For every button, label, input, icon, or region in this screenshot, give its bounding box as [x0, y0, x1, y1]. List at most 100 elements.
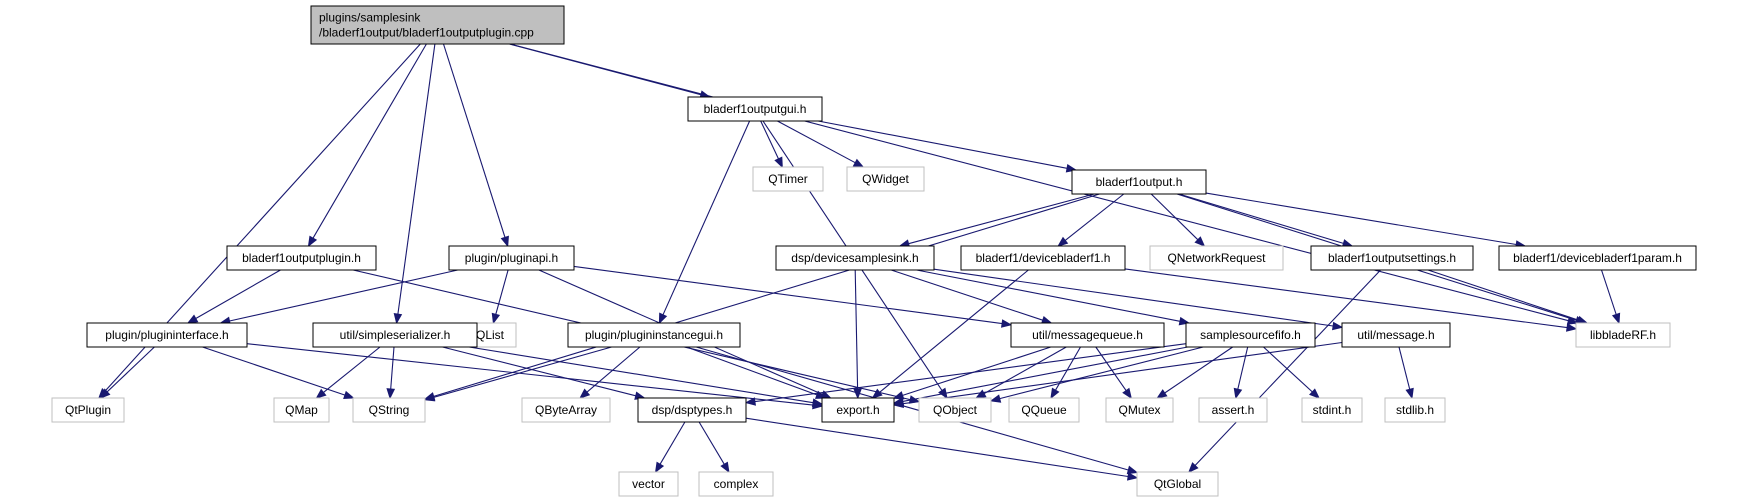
edge-line [902, 346, 1051, 396]
node-devbladerf1[interactable]: bladerf1/devicebladerf1.h [960, 245, 1126, 271]
edge-arrowhead [1156, 389, 1168, 399]
node-outputplugin[interactable]: bladerf1outputplugin.h [226, 245, 377, 271]
node-box [1105, 397, 1174, 423]
edge-root-to-libbladerf [510, 43, 1579, 325]
node-label: util/message.h [1357, 328, 1434, 342]
node-box [1185, 322, 1316, 348]
node-label: /bladerf1output/bladerf1outputplugin.cpp [319, 26, 534, 40]
node-box [918, 397, 992, 423]
node-devsamplesink[interactable]: dsp/devicesamplesink.h [775, 245, 935, 271]
node-export[interactable]: export.h [821, 397, 895, 423]
node-outsettings[interactable]: bladerf1outputsettings.h [1310, 245, 1474, 271]
edge-devsamplesink-to-export [853, 269, 862, 400]
node-box [1341, 322, 1451, 348]
edge-ssfifo-to-asserth [1233, 346, 1249, 400]
node-stdlibh: stdlib.h [1384, 397, 1446, 423]
edge-arrowhead [1127, 472, 1139, 481]
node-box [1008, 397, 1080, 423]
node-label: vector [632, 477, 665, 491]
edge-outsettings-to-libbladerf [1427, 269, 1589, 325]
edge-outsettings-to-qtglobal [1187, 269, 1381, 473]
edge-devsamplesink-to-msgqueue [891, 269, 1053, 325]
node-label: bladerf1output.h [1096, 175, 1183, 189]
edge-outputgui-to-qtimer [760, 120, 783, 169]
edge-arrowhead [852, 158, 865, 168]
node-box [618, 471, 679, 497]
node-complex: complex [698, 471, 774, 497]
node-plugininterface[interactable]: plugin/plugininterface.h [86, 322, 248, 348]
edge-arrowhead [1126, 465, 1139, 475]
edge-arrowhead [343, 390, 355, 400]
edge-line [999, 346, 1204, 400]
edge-devsamplesink-to-ssfifo [916, 269, 1191, 326]
edge-arrowhead [1050, 387, 1060, 400]
node-pluginapi[interactable]: plugin/pluginapi.h [448, 245, 575, 271]
edge-line [573, 265, 1003, 325]
node-label: QString [369, 403, 410, 417]
node-box [312, 322, 478, 348]
node-msgqueue[interactable]: util/messagequeue.h [1010, 322, 1165, 348]
node-qqueue: QQueue [1008, 397, 1080, 423]
edge-line [879, 269, 1029, 393]
node-output[interactable]: bladerf1output.h [1071, 169, 1207, 195]
edge-line [933, 268, 1334, 327]
node-box [273, 397, 330, 423]
node-dsptypes[interactable]: dsp/dsptypes.h [637, 397, 747, 423]
edge-output-to-devsamplesink [898, 193, 1095, 248]
edge-pluginstancegui-to-export [686, 346, 827, 399]
node-qtplugin: QtPlugin [51, 397, 125, 423]
edge-devsamplesink-to-message [933, 268, 1344, 331]
node-label: stdint.h [1313, 403, 1352, 417]
edge-arrowhead [393, 313, 403, 325]
edge-line [1150, 193, 1199, 241]
edge-line [510, 43, 1569, 322]
edge-devbladerf1-to-export [871, 269, 1029, 399]
node-label: bladerf1outputgui.h [704, 102, 807, 116]
node-box [448, 245, 575, 271]
node-stdinth: stdint.h [1301, 397, 1363, 423]
edge-arrowhead [1309, 388, 1320, 399]
edge-line [983, 346, 1067, 395]
node-message[interactable]: util/message.h [1341, 322, 1451, 348]
edge-arrowhead [1001, 319, 1013, 328]
edge-dsptypes-to-qtglobal [745, 417, 1139, 481]
edge-arrowhead [386, 388, 396, 400]
node-box [775, 245, 935, 271]
node-label: QQueue [1021, 403, 1067, 417]
edge-line [902, 346, 1188, 402]
node-ssfifo[interactable]: samplesourcefifo.h [1185, 322, 1316, 348]
node-outputgui[interactable]: bladerf1outputgui.h [687, 96, 823, 122]
edge-line [760, 120, 779, 160]
edge-line [745, 417, 1129, 478]
edge-ssfifo-to-qobject [989, 346, 1204, 403]
edge-line [1600, 269, 1617, 315]
edge-arrowhead [744, 397, 756, 406]
edge-line [1237, 346, 1249, 390]
edge-line [246, 343, 814, 406]
edge-line [659, 421, 686, 465]
edge-line [229, 269, 458, 322]
edge-arrowhead [811, 398, 824, 407]
edge-line [195, 269, 281, 319]
node-simpleserializer[interactable]: util/simpleserializer.h [312, 322, 478, 348]
node-label: plugin/plugininterface.h [105, 328, 228, 342]
edge-line [469, 346, 814, 404]
node-devbladerf1param[interactable]: bladerf1/devicebladerf1param.h [1498, 245, 1697, 271]
edge-arrowhead [1566, 316, 1579, 325]
edge-arrowhead [579, 388, 591, 399]
edge-arrowhead [1611, 312, 1621, 325]
node-box [1198, 397, 1268, 423]
node-label: QMutex [1118, 403, 1160, 417]
edges-layer [97, 43, 1621, 481]
node-label: bladerf1outputplugin.h [242, 251, 361, 265]
node-label: dsp/devicesamplesink.h [791, 251, 918, 265]
edge-line [442, 346, 636, 397]
edge-simpleserializer-to-dsptypes [442, 346, 646, 400]
edge-line [442, 43, 506, 238]
node-root[interactable]: plugins/samplesink/bladerf1output/blader… [310, 5, 565, 45]
node-label: stdlib.h [1396, 403, 1434, 417]
node-label: QTimer [768, 172, 808, 186]
node-pluginstancegui[interactable]: plugin/plugininstancegui.h [567, 322, 741, 348]
nodes-layer: plugins/samplesink/bladerf1output/blader… [51, 5, 1697, 497]
edge-msgqueue-to-qobject [975, 346, 1067, 399]
